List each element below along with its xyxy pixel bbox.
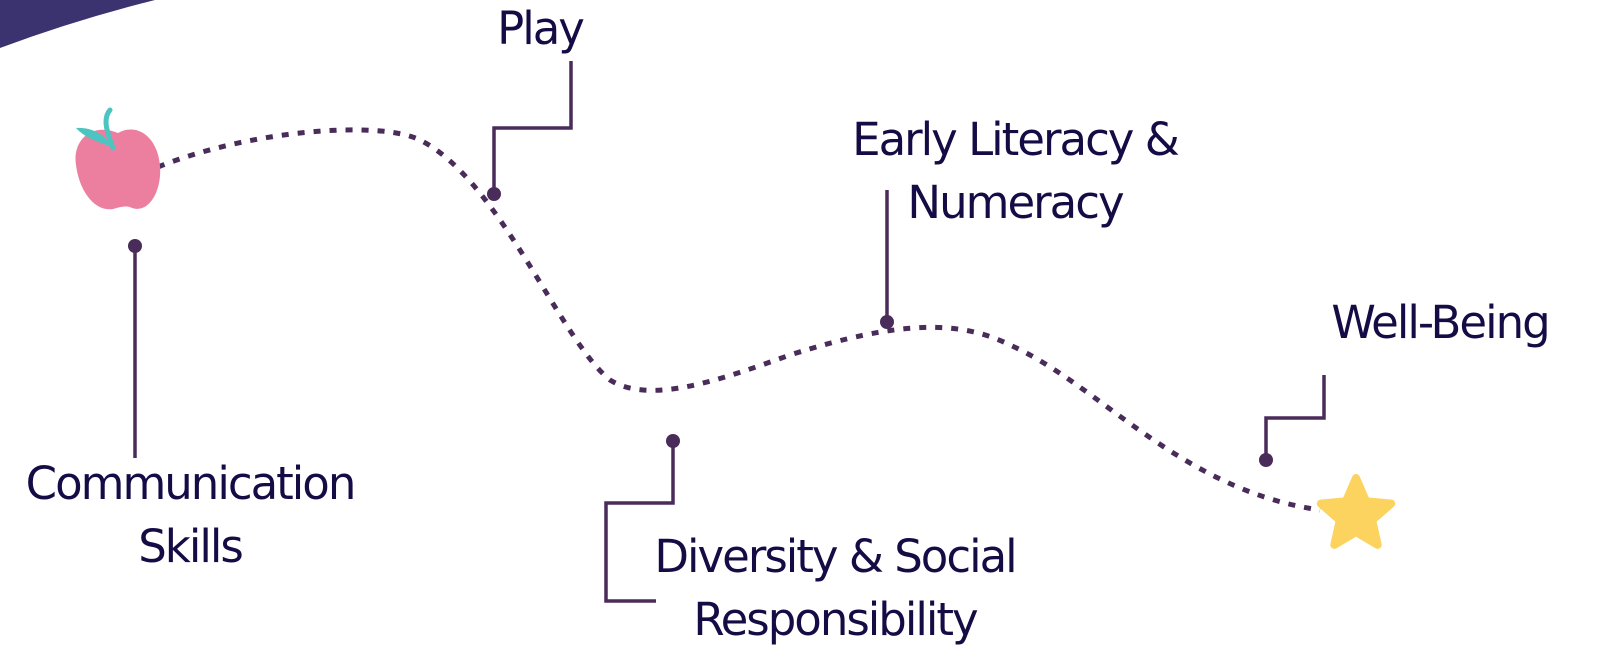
corner-accent-shape (0, 0, 155, 48)
connector-dot (128, 239, 142, 253)
milestone-label-early-literacy: Early Literacy & Numeracy (810, 108, 1220, 234)
label-line: Numeracy (907, 176, 1124, 229)
connector-communication (128, 239, 142, 458)
label-line: Communication (25, 457, 357, 510)
label-line: Well-Being (1331, 296, 1550, 349)
connector-dot (880, 315, 894, 329)
connector-play (487, 61, 573, 201)
dotted-path (157, 127, 1321, 513)
label-line: Diversity & Social (654, 530, 1017, 583)
star-icon (1316, 474, 1396, 549)
label-line: Responsibility (693, 593, 978, 646)
apple-icon (75, 107, 161, 210)
milestone-label-well-being: Well-Being (1290, 291, 1590, 354)
milestone-label-communication: Communication Skills (0, 452, 380, 578)
label-line: Early Literacy & (852, 113, 1180, 166)
milestone-label-play: Play (440, 0, 640, 60)
label-line: Skills (138, 520, 244, 573)
connector-diversity (604, 434, 680, 603)
apple-leaf (76, 127, 110, 146)
apple-body (75, 129, 161, 210)
connector-wellbeing (1259, 375, 1326, 467)
connector-literacy (880, 190, 894, 329)
connector-dot (666, 434, 680, 448)
connector-dot (1259, 453, 1273, 467)
connector-dot (487, 187, 501, 201)
apple-stem (103, 107, 116, 151)
milestone-label-diversity: Diversity & Social Responsibility (625, 525, 1045, 651)
label-line: Play (497, 2, 585, 55)
